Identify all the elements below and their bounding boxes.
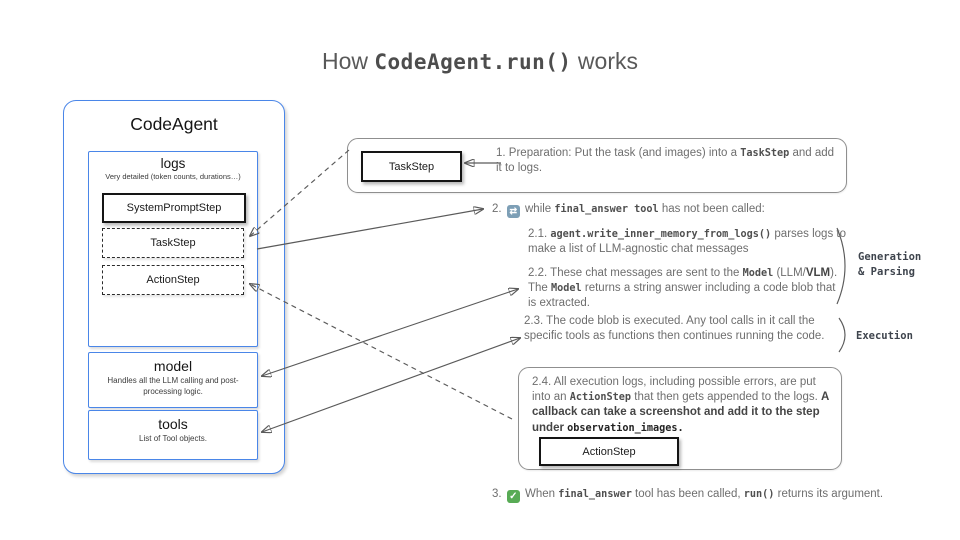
- systemprompt-step-label: SystemPromptStep: [126, 202, 222, 214]
- step23-number: 2.3.: [524, 315, 547, 327]
- arrow-model-step22: [262, 289, 518, 376]
- arrow-logs-to-step2: [256, 209, 483, 250]
- step23-seg1: The code blob is executed. Any tool call…: [524, 315, 825, 342]
- step3-seg2: tool has been called,: [631, 488, 744, 500]
- page-title: How CodeAgent.run() works: [0, 48, 960, 75]
- execution-label: Execution: [856, 330, 913, 342]
- step22-number: 2.2.: [528, 267, 551, 279]
- model-title: model: [153, 358, 193, 374]
- step3-code1: final_answer: [558, 489, 632, 500]
- model-subtitle: Handles all the LLM calling and post-pro…: [107, 376, 239, 396]
- task-step-box: TaskStep: [102, 228, 244, 258]
- step22-seg3: ). The: [528, 267, 838, 294]
- step24-box: 2.4. All execution logs, including possi…: [518, 367, 842, 470]
- codeagent-panel: CodeAgent logs Very detailed (token coun…: [63, 100, 285, 474]
- logs-subtitle: Very detailed (token counts, durations…): [105, 172, 241, 181]
- step22-code1: Model: [742, 268, 774, 279]
- logs-box: logs Very detailed (token counts, durati…: [88, 151, 258, 347]
- loop-icon: ⇄: [506, 205, 520, 218]
- logs-title: logs: [160, 156, 186, 171]
- step24-code1: ActionStep: [569, 392, 632, 404]
- arrow-step24-to-actionstep: [250, 284, 513, 420]
- step21-code: agent.write_inner_memory_from_logs(): [550, 229, 772, 240]
- generation-line2: & Parsing: [858, 265, 915, 278]
- step22-seg4: returns a string answer including a code…: [528, 281, 836, 309]
- step3-seg3: returns its argument.: [774, 488, 884, 500]
- check-icon: ✓: [506, 490, 520, 503]
- step24-number: 2.4.: [532, 376, 554, 388]
- task-step-label: TaskStep: [150, 237, 196, 249]
- action-step-label: ActionStep: [146, 274, 200, 286]
- actionstep-object-label: ActionStep: [582, 445, 636, 458]
- generation-parsing-label: Generation & Parsing: [858, 250, 921, 279]
- action-step-box: ActionStep: [102, 265, 244, 295]
- step24-seg1: All execution logs, including possible e…: [532, 376, 816, 404]
- step3-text: 3. ✓ When final_answer tool has been cal…: [492, 487, 932, 503]
- step3-number: 3.: [492, 488, 502, 500]
- step3-seg1: When: [525, 488, 559, 500]
- step3-code2: run(): [743, 489, 775, 500]
- generation-line1: Generation: [858, 251, 922, 263]
- step22-code2: Model: [551, 282, 582, 294]
- step24-text: 2.4. All execution logs, including possi…: [532, 375, 830, 436]
- step22-seg2: (LLM/: [773, 267, 806, 279]
- step2-seg2: has not been called:: [658, 203, 765, 215]
- step1-text: 1. Preparation: Put the task (and images…: [496, 146, 842, 176]
- step1-seg2: and add it to logs.: [496, 147, 835, 174]
- title-code: CodeAgent.run(): [374, 50, 572, 74]
- model-box: model Handles all the LLM calling and po…: [88, 352, 258, 408]
- step21-number: 2.1.: [528, 228, 551, 240]
- taskstep-object-box: TaskStep: [361, 151, 462, 182]
- codeagent-panel-title: CodeAgent: [130, 114, 218, 134]
- step21-seg1: parses logs to make a list of LLM-agnost…: [528, 228, 846, 255]
- tools-box: tools List of Tool objects.: [88, 410, 258, 460]
- step24-seg2: that then gets appended to the logs.: [631, 391, 821, 404]
- step22-seg1: These chat messages are sent to the: [550, 267, 743, 279]
- actionstep-object-box: ActionStep: [539, 437, 679, 466]
- tools-subtitle: List of Tool objects.: [139, 434, 207, 443]
- step23-text: 2.3. The code blob is executed. Any tool…: [524, 314, 842, 344]
- step1-box: TaskStep 1. Preparation: Put the task (a…: [347, 138, 847, 193]
- step1-seg1: Preparation: Put the task (and images) i…: [508, 147, 741, 159]
- step24-code2: observation_images.: [567, 422, 684, 434]
- title-suffix: works: [571, 48, 638, 74]
- step21-text: 2.1. agent.write_inner_memory_from_logs(…: [528, 227, 848, 257]
- systemprompt-step-box: SystemPromptStep: [102, 193, 246, 223]
- title-prefix: How: [321, 48, 375, 74]
- step1-number: 1.: [496, 147, 509, 159]
- taskstep-object-label: TaskStep: [388, 160, 435, 173]
- arrow-tools-step23: [262, 338, 520, 432]
- step2-number: 2.: [492, 203, 502, 215]
- step22-bold: VLM: [805, 267, 831, 279]
- step22-text: 2.2. These chat messages are sent to the…: [528, 266, 840, 311]
- step2-text: 2. ⇄ while final_answer tool has not bee…: [492, 202, 912, 218]
- step2-seg1: while: [525, 203, 555, 215]
- step2-code: final_answer tool: [554, 204, 659, 215]
- step1-code: TaskStep: [740, 148, 790, 159]
- step24-bold: A callback can take a screenshot and add…: [532, 391, 829, 434]
- tools-title: tools: [158, 416, 188, 432]
